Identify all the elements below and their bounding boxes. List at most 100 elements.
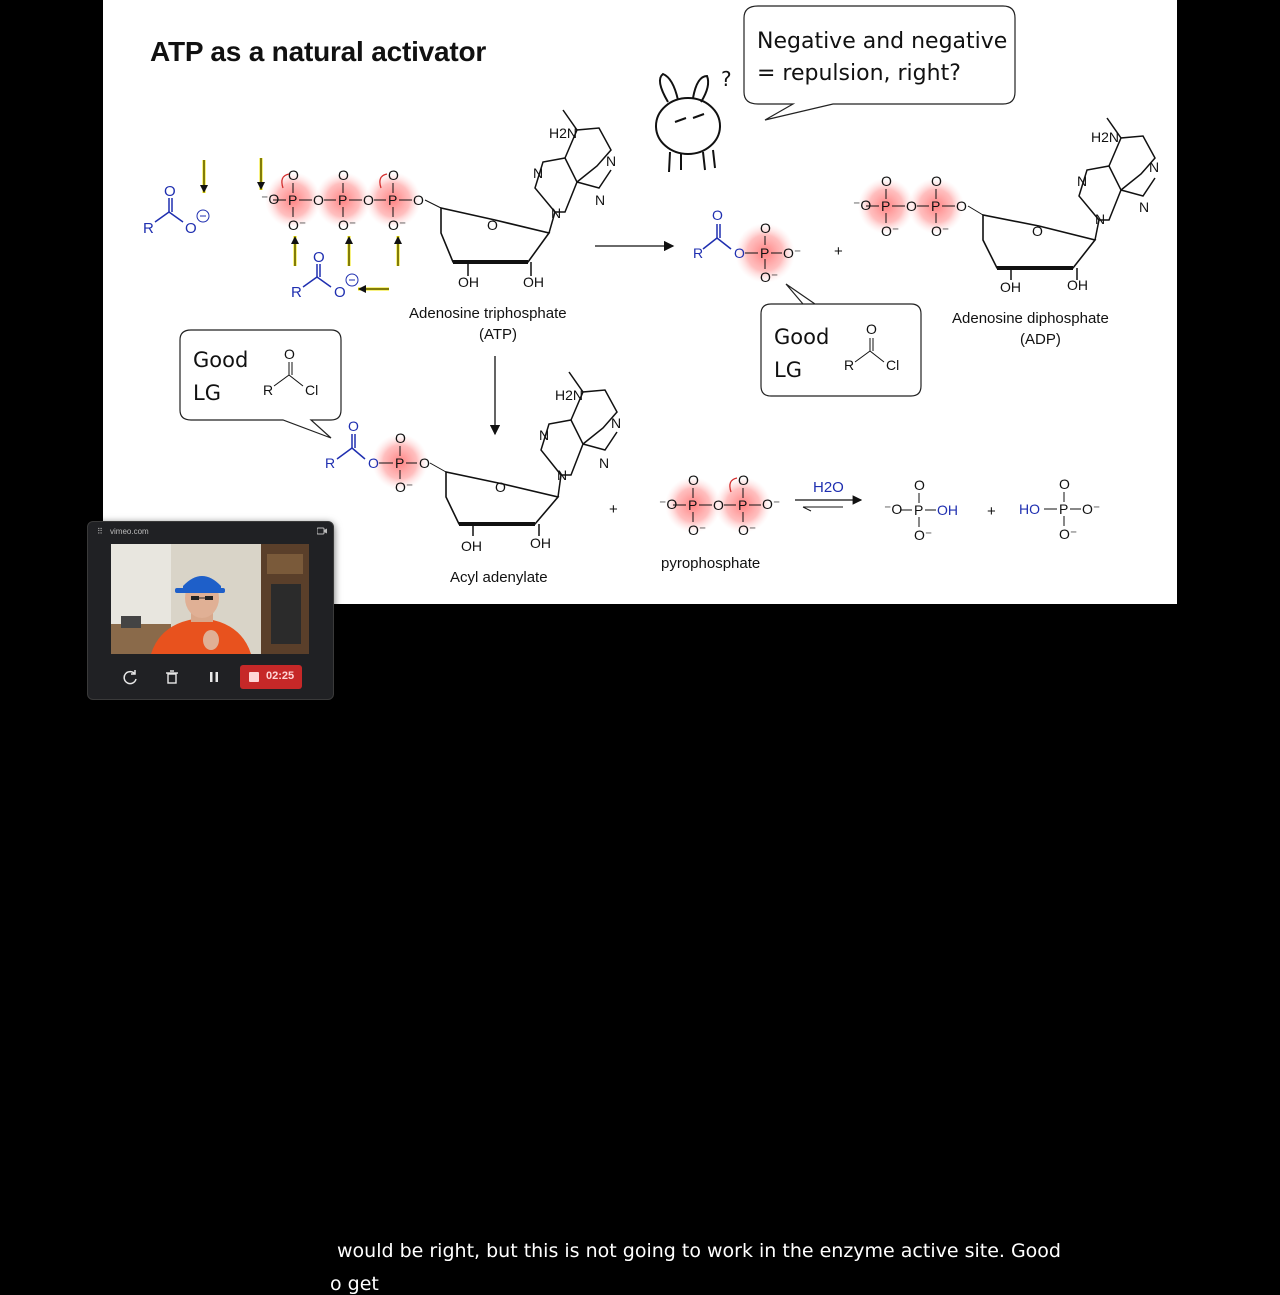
acyl-adenylate: R O O P O O⁻ O	[325, 418, 447, 495]
svg-text:P: P	[395, 455, 404, 471]
svg-text:P: P	[338, 192, 347, 208]
plus-sign-2: +	[609, 501, 618, 518]
svg-text:P: P	[738, 497, 747, 513]
confused-rabbit-icon: ?	[655, 67, 732, 173]
recorder-widget[interactable]: ⠿ vimeo.com	[87, 521, 334, 700]
svg-text:O⁻: O⁻	[760, 269, 778, 285]
svg-text:P: P	[914, 502, 923, 518]
slide-title: ATP as a natural activator	[150, 36, 487, 67]
svg-text:P: P	[288, 192, 297, 208]
svg-text:O: O	[866, 321, 877, 337]
svg-text:N: N	[1139, 199, 1149, 215]
restart-button[interactable]	[120, 666, 142, 688]
carboxylate-lower: R O O	[291, 249, 359, 301]
svg-text:O: O	[413, 192, 424, 208]
svg-text:N: N	[599, 455, 609, 471]
acyl-adenylate-label: Acyl adenylate	[450, 569, 548, 586]
svg-text:OH: OH	[461, 538, 482, 554]
atp-abbr-label: (ATP)	[479, 326, 517, 343]
acyl-phosphate-glow	[735, 223, 795, 283]
adp-name-label: Adenosine diphosphate	[952, 310, 1109, 327]
svg-text:Cl: Cl	[305, 382, 318, 398]
svg-text:HO: HO	[1019, 501, 1040, 517]
svg-text:O: O	[363, 192, 374, 208]
svg-text:O: O	[956, 198, 967, 214]
svg-text:P: P	[688, 497, 697, 513]
svg-text:LG: LG	[193, 381, 221, 405]
delete-button[interactable]	[161, 666, 183, 688]
svg-text:LG: LG	[774, 358, 802, 382]
svg-text:P: P	[881, 198, 890, 214]
pause-icon	[210, 672, 218, 682]
phosphate-product-2: HO P O O⁻ O⁻	[1019, 476, 1100, 542]
svg-text:O⁻: O⁻	[1082, 501, 1100, 517]
speech-bubble-good-lg-right: Good LG R O Cl	[760, 283, 922, 397]
adp-ribose-adenine	[982, 117, 1156, 280]
svg-text:⁻O: ⁻O	[853, 197, 871, 213]
svg-text:O⁻: O⁻	[395, 479, 413, 495]
svg-text:N: N	[557, 467, 567, 483]
svg-text:R: R	[693, 245, 703, 261]
svg-text:O: O	[164, 183, 176, 200]
svg-text:R: R	[844, 357, 854, 373]
svg-text:⁻O: ⁻O	[884, 501, 902, 517]
svg-text:O: O	[388, 167, 399, 183]
subtitle-line-1: would be right, but this is not going to…	[337, 1240, 1061, 1262]
svg-text:O: O	[338, 167, 349, 183]
svg-text:OH: OH	[937, 502, 958, 518]
stop-icon	[249, 672, 259, 682]
svg-text:O: O	[1059, 476, 1070, 492]
chemistry-diagram: Negative and negative = repulsion, right…	[143, 5, 1159, 586]
svg-text:O: O	[931, 173, 942, 189]
atp-ribose-adenine	[440, 109, 612, 276]
svg-text:Good: Good	[774, 325, 829, 349]
acyl-adenylate-ribose-adenine	[445, 371, 618, 536]
svg-text:R: R	[263, 382, 273, 398]
svg-text:N: N	[1149, 159, 1159, 175]
svg-text:O: O	[1032, 223, 1043, 239]
adp-atom-labels: O OH OH H2N N N N N	[1000, 129, 1159, 295]
camera-icon[interactable]	[317, 527, 327, 535]
svg-text:OH: OH	[458, 274, 479, 290]
svg-text:O⁻: O⁻	[388, 217, 406, 233]
pyrophosphate-glow	[665, 477, 771, 533]
svg-text:Cl: Cl	[886, 357, 899, 373]
pyrophosphate-label: pyrophosphate	[661, 555, 760, 572]
svg-text:?: ?	[721, 67, 732, 91]
svg-text:R: R	[325, 455, 335, 471]
svg-text:⁻O: ⁻O	[261, 191, 279, 207]
svg-text:O⁻: O⁻	[931, 223, 949, 239]
svg-text:O: O	[881, 173, 892, 189]
plus-sign-3: +	[987, 503, 996, 520]
svg-text:H2N: H2N	[549, 125, 577, 141]
acyl-adenylate-glow	[372, 434, 428, 490]
water-label: H2O	[813, 479, 844, 496]
svg-text:O: O	[487, 217, 498, 233]
svg-text:O⁻: O⁻	[783, 245, 801, 261]
grip-icon[interactable]: ⠿	[97, 527, 103, 536]
svg-text:⁻O: ⁻O	[659, 496, 677, 512]
webcam-preview	[111, 544, 309, 654]
recorder-header[interactable]: ⠿ vimeo.com	[88, 522, 333, 542]
pause-button[interactable]	[203, 666, 225, 688]
subtitle-line-2: o get	[330, 1273, 379, 1295]
stop-recording-button[interactable]: 02:25	[240, 665, 302, 689]
svg-text:OH: OH	[523, 274, 544, 290]
svg-text:O⁻: O⁻	[914, 527, 932, 543]
slide: ATP as a natural activator Negative and …	[103, 0, 1177, 604]
svg-text:P: P	[388, 192, 397, 208]
svg-text:R: R	[291, 284, 302, 301]
svg-text:Good: Good	[193, 348, 248, 372]
adp-abbr-label: (ADP)	[1020, 331, 1061, 348]
svg-text:O⁻: O⁻	[738, 522, 756, 538]
plus-sign-1: +	[834, 243, 843, 260]
svg-text:O: O	[760, 220, 771, 236]
svg-text:O: O	[313, 192, 324, 208]
svg-text:N: N	[611, 415, 621, 431]
svg-text:OH: OH	[1067, 277, 1088, 293]
atp-triphosphate: ⁻O P O P O P O O O O O⁻ O⁻ O⁻	[261, 167, 442, 233]
restart-icon	[123, 670, 137, 685]
svg-text:O: O	[914, 477, 925, 493]
svg-text:O: O	[313, 249, 325, 266]
svg-text:P: P	[760, 245, 769, 261]
